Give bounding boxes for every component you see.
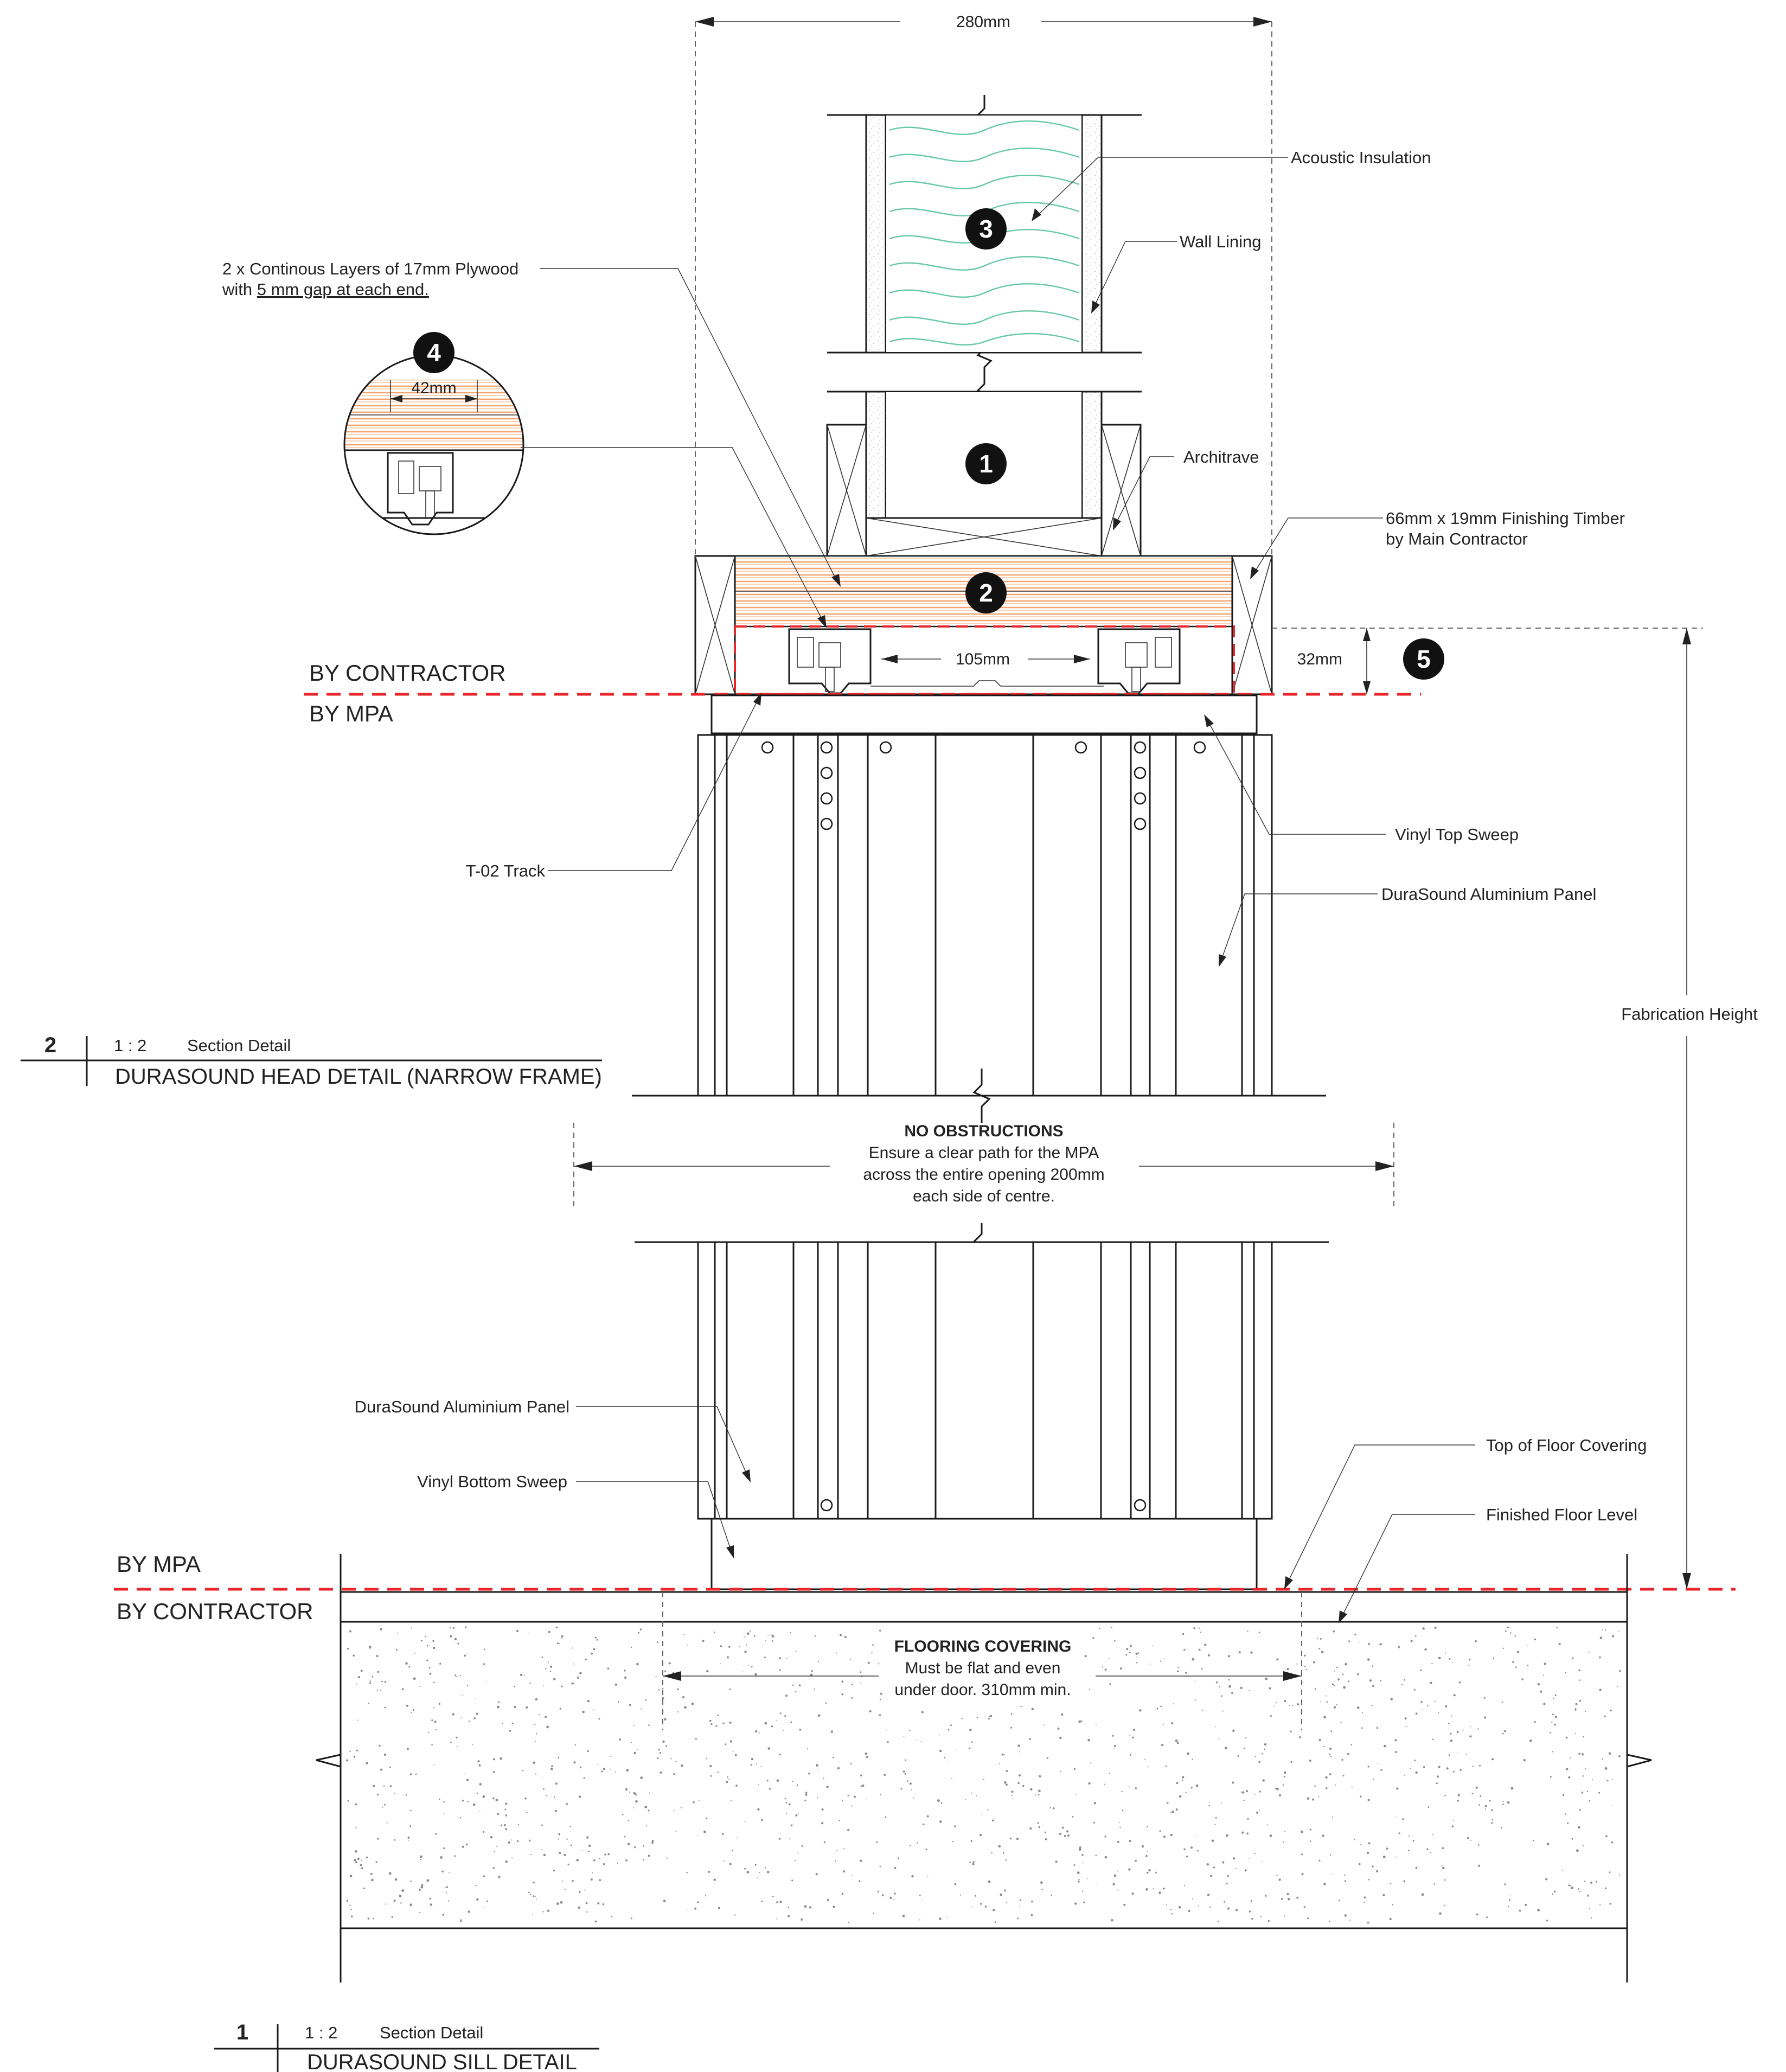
flooring-line1: Must be flat and even — [905, 1659, 1061, 1677]
panel-top-label: DuraSound Aluminium Panel — [1381, 885, 1596, 904]
track-spacing-label: 105mm — [956, 650, 1010, 668]
finishing-timber-label-line2: by Main Contractor — [1386, 529, 1528, 548]
sill-boundary-upper-label: BY MPA — [117, 1551, 201, 1577]
head-boundary-upper-label: BY CONTRACTOR — [309, 660, 506, 686]
title-block-head-scale: 1 : 2 — [114, 1036, 146, 1055]
plywood-label-line2: with 5 mm gap at each end. — [222, 280, 429, 299]
finished-floor-level-label: Finished Floor Level — [1486, 1505, 1637, 1524]
no-obstructions-line2: across the entire opening 200mm — [863, 1166, 1104, 1184]
svg-text:5: 5 — [1417, 645, 1431, 673]
sill-boundary-lower-label: BY CONTRACTOR — [117, 1598, 313, 1624]
plywood-label-line1: 2 x Continous Layers of 17mm Plywood — [222, 259, 518, 278]
head-boundary-lower-label: BY MPA — [309, 701, 393, 726]
no-obstructions-title: NO OBSTRUCTIONS — [904, 1122, 1063, 1140]
gap-height-label: 32mm — [1297, 650, 1342, 668]
concrete-speckle — [346, 1626, 1621, 1924]
title-block-sill-number: 1 — [236, 2020, 248, 2044]
title-block-head: 2 1 : 2 Section Detail DURASOUND HEAD DE… — [21, 1033, 602, 1089]
marker-1: 1 — [965, 443, 1007, 484]
no-obstructions-note: NO OBSTRUCTIONS Ensure a clear path for … — [573, 1122, 1394, 1210]
t02-track-right — [1097, 628, 1181, 694]
architrave-label: Architrave — [1183, 447, 1259, 466]
leader-lines — [521, 157, 1475, 1623]
lower-aluminium-panel — [635, 1223, 1329, 1590]
flooring-title: FLOORING COVERING — [894, 1638, 1072, 1655]
vinyl-bottom-sweep-label: Vinyl Bottom Sweep — [417, 1472, 567, 1491]
title-block-sill-type: Section Detail — [380, 2023, 483, 2042]
svg-text:3: 3 — [979, 215, 993, 243]
svg-text:1: 1 — [979, 450, 993, 478]
no-obstructions-line3: each side of centre. — [913, 1187, 1055, 1205]
track-zoom-detail: 42mm — [343, 354, 524, 535]
acoustic-insulation-label: Acoustic Insulation — [1291, 148, 1431, 167]
wall-section — [826, 95, 1142, 557]
title-block-head-type: Section Detail — [187, 1036, 291, 1055]
marker-4: 4 — [413, 332, 454, 373]
panel-fixings-top — [761, 741, 1206, 830]
finishing-timber-label-line1: 66mm x 19mm Finishing Timber — [1386, 509, 1625, 528]
marker-5: 5 — [1403, 638, 1444, 680]
no-obstructions-line1: Ensure a clear path for the MPA — [869, 1144, 1099, 1162]
svg-text:2: 2 — [979, 579, 993, 607]
floor-slab: FLOORING COVERING Must be flat and even … — [316, 1554, 1652, 1983]
title-block-head-name: DURASOUND HEAD DETAIL (NARROW FRAME) — [115, 1065, 602, 1089]
flooring-line2: under door. 310mm min. — [894, 1681, 1071, 1699]
overall-width-label: 280mm — [956, 13, 1010, 31]
wall-lining-label: Wall Lining — [1180, 232, 1261, 251]
detail-width-label: 42mm — [411, 379, 456, 397]
title-block-sill-name: DURASOUND SILL DETAIL — [307, 2050, 577, 2072]
panel-fixings-bottom — [820, 1499, 1147, 1512]
title-block-sill-scale: 1 : 2 — [305, 2023, 337, 2042]
overall-width-dimension: 280mm — [695, 13, 1272, 559]
t02-track-label: T-02 Track — [466, 861, 546, 880]
fabrication-height-label: Fabrication Height — [1621, 1005, 1758, 1024]
top-of-floor-covering-label: Top of Floor Covering — [1486, 1436, 1647, 1455]
panel-bottom-label: DuraSound Aluminium Panel — [355, 1397, 569, 1416]
marker-3: 3 — [965, 208, 1007, 250]
title-block-head-number: 2 — [44, 1033, 56, 1057]
vinyl-top-sweep-label: Vinyl Top Sweep — [1395, 825, 1519, 844]
fabrication-height-dimension: Fabrication Height — [1621, 628, 1758, 1589]
title-block-sill: 1 1 : 2 Section Detail DURASOUND SILL DE… — [214, 2020, 599, 2072]
upper-aluminium-panel — [632, 694, 1326, 1123]
gap-height-dimension: 32mm — [1272, 628, 1703, 694]
marker-2: 2 — [965, 572, 1007, 613]
svg-text:4: 4 — [427, 338, 441, 367]
